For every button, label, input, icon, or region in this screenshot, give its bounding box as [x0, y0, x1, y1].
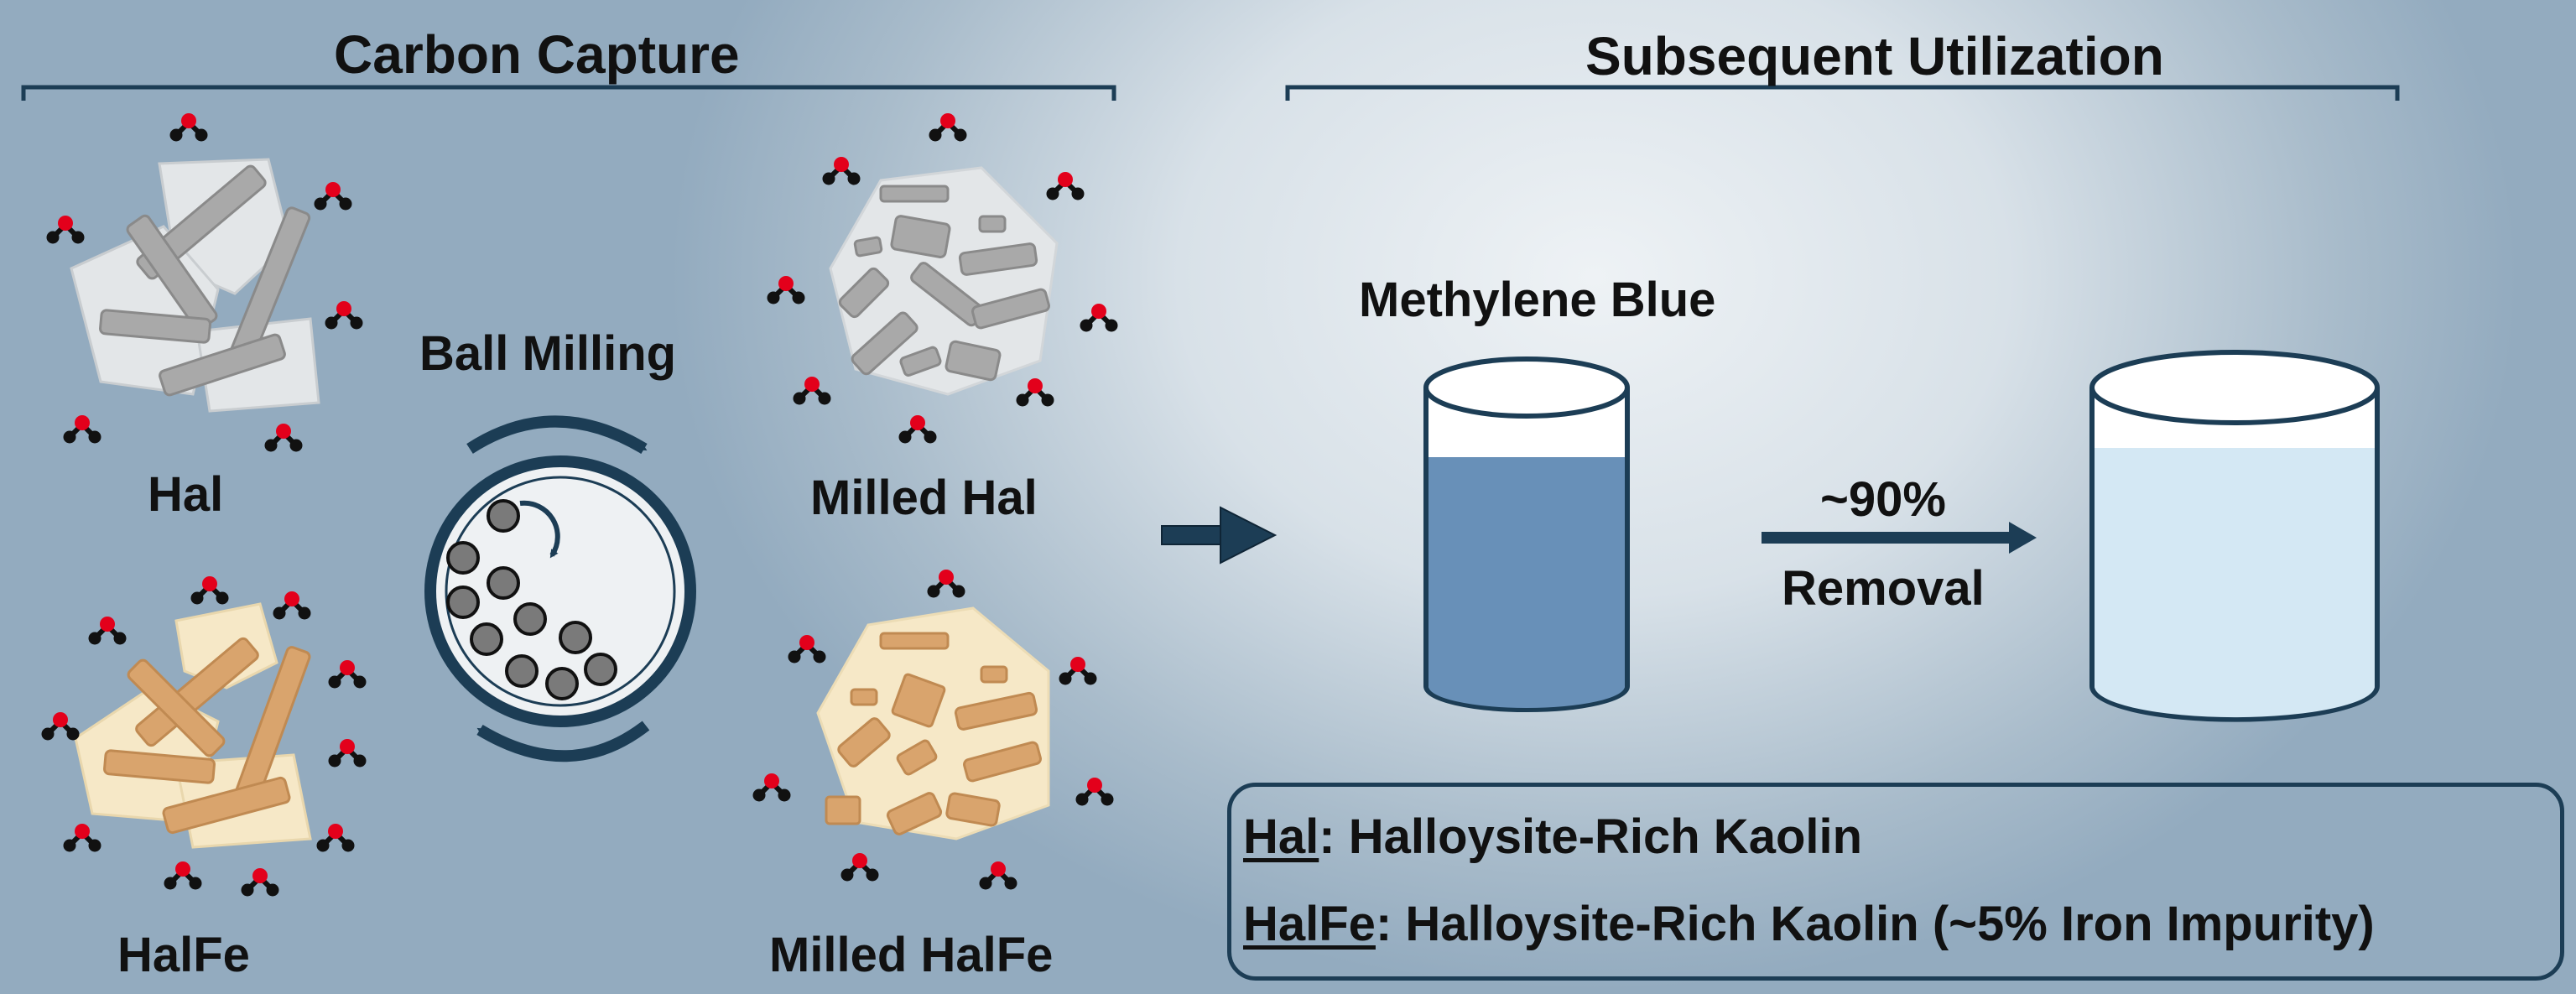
removal-arrow-icon: [1762, 522, 2037, 554]
co2-molecule-icon: [42, 712, 80, 741]
co2-molecule-icon: [170, 113, 208, 142]
subsequent-utilization-title: Subsequent Utilization: [1585, 26, 2164, 86]
co2-molecule-icon: [191, 576, 229, 605]
co2-molecule-icon: [64, 824, 101, 852]
milled-halfe-label: Milled HalFe: [769, 928, 1054, 982]
removal-label: Removal: [1782, 561, 1985, 616]
milled-hal-label: Milled Hal: [810, 471, 1038, 525]
co2-molecule-icon: [329, 739, 367, 768]
co2-molecule-icon: [47, 216, 85, 244]
co2-molecule-icon: [899, 415, 937, 444]
utilization-bracket: [1285, 85, 2400, 101]
co2-molecule-icon: [1047, 172, 1085, 200]
co2-molecule-icon: [1080, 304, 1118, 332]
co2-molecule-icon: [929, 113, 967, 142]
halfe-label: HalFe: [117, 928, 250, 982]
co2-molecule-icon: [928, 570, 965, 598]
co2-molecule-icon: [753, 773, 791, 802]
right-arrow-icon: [1161, 506, 1278, 565]
co2-molecule-icon: [788, 635, 826, 664]
co2-molecule-icon: [1017, 378, 1054, 407]
co2-molecule-icon: [64, 415, 101, 444]
definition-term: Hal: [1243, 809, 1319, 864]
co2-molecule-icon: [242, 868, 279, 897]
milled-halfe-particles: [816, 606, 1050, 840]
halfe-particles: [74, 602, 312, 849]
definition-hal: Hal: Halloysite-Rich Kaolin: [1243, 809, 1862, 865]
ball-milling-label: Ball Milling: [419, 326, 677, 381]
co2-molecule-icon: [329, 660, 367, 689]
hal-label: Hal: [148, 467, 224, 522]
beaker-icon-dye: [1423, 356, 1630, 712]
co2-molecule-icon: [1059, 657, 1097, 685]
co2-molecule-icon: [768, 276, 805, 304]
beaker-icon-clean: [2089, 350, 2380, 722]
definitions-box: [1227, 783, 2564, 981]
rotation-arrow-icon: [466, 415, 648, 454]
co2-molecule-icon: [1076, 778, 1114, 806]
definition-term: HalFe: [1243, 897, 1376, 951]
co2-molecule-icon: [265, 424, 303, 452]
milled-hal-particles: [829, 166, 1059, 396]
co2-molecule-icon: [794, 377, 831, 405]
carbon-capture-bracket: [21, 85, 1116, 101]
ball-mill-icon: [424, 455, 696, 727]
methylene-blue-label: Methylene Blue: [1359, 273, 1716, 327]
definition-halfe: HalFe: Halloysite-Rich Kaolin (~5% Iron …: [1243, 896, 2375, 952]
co2-molecule-icon: [164, 861, 202, 890]
definition-text: : Halloysite-Rich Kaolin (~5% Iron Impur…: [1375, 897, 2375, 951]
co2-molecule-icon: [325, 301, 363, 330]
co2-molecule-icon: [317, 824, 355, 852]
co2-molecule-icon: [823, 157, 861, 185]
co2-molecule-icon: [89, 617, 127, 645]
co2-molecule-icon: [841, 853, 879, 882]
definition-text: : Halloysite-Rich Kaolin: [1319, 809, 1863, 864]
co2-molecule-icon: [273, 591, 311, 620]
hal-particles: [70, 158, 320, 413]
carbon-capture-title: Carbon Capture: [334, 24, 740, 85]
removal-percent-label: ~90%: [1820, 472, 1946, 527]
co2-molecule-icon: [980, 861, 1017, 890]
co2-molecule-icon: [315, 182, 352, 211]
rotation-arrow-icon: [476, 721, 650, 762]
